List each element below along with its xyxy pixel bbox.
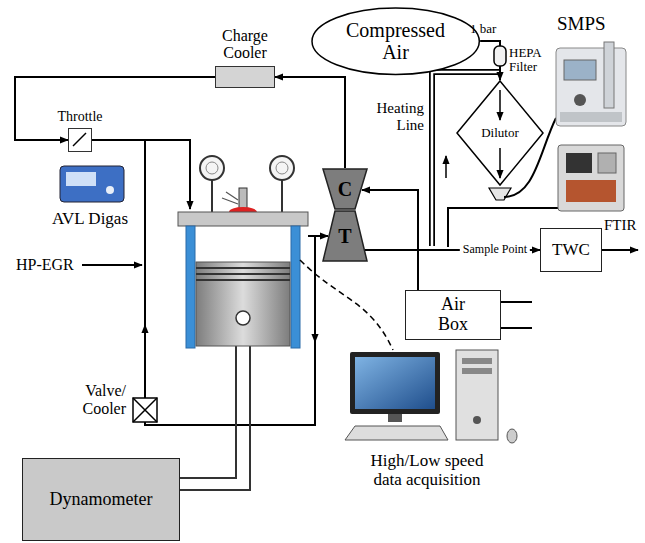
instrument-label: AVL Digas [52, 210, 128, 229]
piston-rings [196, 268, 290, 280]
ftir-panel [598, 153, 616, 173]
egr-valve [133, 398, 157, 422]
air-pipe [501, 327, 532, 329]
piston-pin [236, 311, 250, 325]
piston [196, 262, 290, 346]
flow-arrow [445, 156, 447, 178]
component-outline [68, 128, 92, 152]
line-label: Heating Line [368, 100, 424, 133]
charge-cooler-box: Charge Cooler [210, 27, 280, 88]
pressure-gauge-dial [276, 162, 288, 174]
node-label: Air Box [431, 295, 475, 335]
monitor [350, 352, 440, 414]
pc-drive [462, 368, 492, 374]
monitor-screen [355, 357, 435, 409]
node-outline [312, 8, 479, 74]
dilutor-outlet [489, 188, 511, 200]
intake-pipe [92, 140, 190, 209]
flow-arrow [499, 148, 501, 178]
egr-label: HP-EGR [16, 256, 74, 274]
node-label: T [338, 225, 351, 247]
smps-column [604, 42, 614, 108]
filter-label: HEPA Filter [509, 46, 555, 75]
smps-base [560, 112, 622, 122]
turbine-shape: T [322, 210, 368, 262]
component-outline [215, 66, 275, 88]
cylinder-wall [291, 226, 300, 348]
throttle-box: Throttle [57, 109, 102, 152]
pressure-gauge [200, 156, 224, 180]
compressor-shape: C [322, 168, 368, 210]
node-label: TWC [552, 241, 590, 260]
smps-device [556, 48, 626, 126]
flow-arrow [499, 90, 501, 120]
air-box: Air Box [405, 290, 501, 340]
catalyst-box: TWC [540, 228, 602, 272]
analyser-screen [66, 172, 96, 186]
throttle-plate [69, 129, 90, 150]
pressure-gauge [270, 156, 294, 180]
node-label: Charge Cooler [210, 27, 280, 62]
pipe-connector [15, 77, 215, 140]
valve-label: Valve/ Cooler [72, 382, 126, 417]
node-label: Compressed Air [338, 19, 453, 63]
smps-knob [574, 94, 586, 106]
ftir-panel [566, 180, 616, 202]
node-outline [323, 169, 367, 209]
pressure-label: 1 bar [470, 22, 496, 36]
egr-inlet-arrow [82, 264, 142, 266]
node-outline [323, 211, 367, 261]
exhaust-pipe [308, 235, 328, 237]
node-label: Throttle [57, 109, 102, 124]
node-label: Dilutor [481, 126, 519, 140]
mouse [507, 429, 517, 443]
air-supply-ellipse: Compressed Air [311, 7, 480, 75]
ftir-device [558, 145, 624, 211]
egr-valve-cross [133, 398, 157, 422]
keyboard [345, 426, 448, 440]
signal-link [300, 260, 393, 350]
cylinder-head [178, 212, 308, 226]
pipe-connector [275, 77, 345, 168]
node-outline [457, 81, 543, 185]
smps-screen [564, 60, 596, 80]
egr-loop [145, 140, 315, 425]
pc-button [473, 416, 481, 424]
instrument-label: SMPS [557, 14, 606, 35]
analyser-knob [106, 186, 114, 194]
heating-line-bore [432, 72, 500, 246]
cylinder-wall [186, 226, 195, 348]
pipe-connector [362, 190, 418, 290]
air-pipe [501, 301, 532, 303]
injector-wire [222, 192, 238, 204]
dynamometer-box: Dynamometer [22, 458, 180, 541]
analyser-device [60, 166, 124, 202]
spark-plug [239, 188, 247, 210]
monitor-stand [388, 414, 402, 422]
throttle-plate [73, 133, 86, 146]
node-label: Dynamometer [50, 490, 153, 510]
pressure-gauge-dial [206, 162, 218, 174]
hepa-filter [494, 46, 506, 66]
exhaust-pipe [602, 249, 638, 251]
pc-drive [462, 358, 492, 364]
instrument-label: FTIR [604, 217, 637, 234]
gauge-lead [281, 180, 283, 212]
node-label: C [338, 178, 352, 200]
flow-arrow [314, 320, 316, 342]
flow-arrow [144, 325, 146, 345]
edge-label: Sample Point [460, 243, 530, 256]
dilutor-diamond: Dilutor [456, 80, 544, 186]
dyno-link [180, 346, 236, 478]
dyno-link [180, 346, 250, 490]
daq-label: High/Low speed data acquisition [362, 452, 492, 489]
pc-tower [456, 350, 498, 440]
gauge-lead [211, 180, 213, 212]
ftir-screen [566, 153, 592, 173]
heating-line [432, 72, 500, 246]
